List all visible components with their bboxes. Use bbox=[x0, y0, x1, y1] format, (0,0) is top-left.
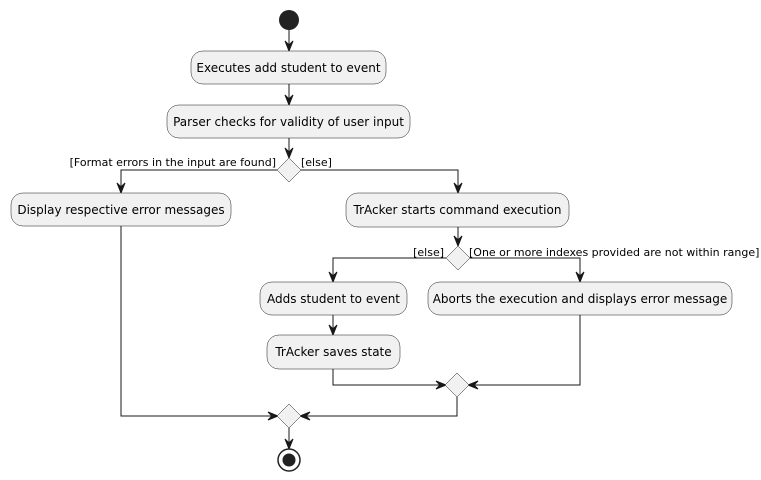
activity-execute-label: Executes add student to event bbox=[196, 61, 380, 75]
activity-add-student: Adds student to event bbox=[259, 281, 408, 316]
activity-start-exec-label: TrAcker starts command execution bbox=[353, 203, 562, 217]
arrowhead bbox=[267, 411, 280, 421]
activity-abort-label: Aborts the execution and displays error … bbox=[433, 292, 728, 306]
start-node bbox=[279, 10, 299, 30]
activity-execute: Executes add student to event bbox=[190, 50, 387, 85]
arrowhead bbox=[575, 271, 585, 284]
edge-decision-to-display-errors bbox=[120, 169, 277, 192]
edge-decision-to-add-student bbox=[332, 257, 446, 281]
activity-display-errors-label: Display respective error messages bbox=[17, 203, 224, 217]
decision-format-check bbox=[276, 157, 302, 183]
arrowhead bbox=[466, 380, 479, 390]
decision-index-check bbox=[445, 245, 471, 271]
activity-display-errors: Display respective error messages bbox=[10, 192, 232, 227]
merge-final bbox=[276, 403, 302, 429]
edge-decision-to-start-exec bbox=[301, 169, 459, 192]
arrowhead bbox=[284, 94, 294, 107]
activity-start-exec: TrAcker starts command execution bbox=[345, 192, 570, 228]
activity-save-state-label: TrAcker saves state bbox=[274, 345, 391, 359]
activity-parse: Parser checks for validity of user input bbox=[166, 104, 411, 139]
guard-index-out-of-range: [One or more indexes provided are not wi… bbox=[469, 246, 759, 259]
arrowhead bbox=[284, 40, 294, 53]
arrowhead bbox=[328, 324, 338, 337]
activity-abort: Aborts the execution and displays error … bbox=[427, 281, 733, 316]
arrowhead bbox=[284, 438, 294, 451]
arrowhead bbox=[284, 147, 294, 160]
edge-save-state-to-merge bbox=[332, 369, 445, 386]
merge-execution bbox=[444, 372, 470, 398]
arrowhead bbox=[453, 182, 463, 195]
edge-merge-to-final-merge bbox=[301, 397, 458, 417]
guard-else-1: [else] bbox=[301, 156, 332, 169]
edge-abort-to-merge bbox=[469, 315, 581, 386]
activity-save-state: TrAcker saves state bbox=[266, 334, 401, 370]
arrowhead bbox=[328, 271, 338, 284]
guard-else-2: [else] bbox=[413, 246, 444, 259]
activity-parse-label: Parser checks for validity of user input bbox=[173, 115, 404, 129]
edge-decision-to-abort bbox=[470, 257, 581, 281]
arrowhead bbox=[453, 235, 463, 248]
edge-display-errors-to-final-merge bbox=[120, 226, 277, 417]
edges bbox=[116, 30, 585, 451]
arrowhead bbox=[116, 182, 126, 195]
arrowhead bbox=[435, 380, 448, 390]
guard-format-errors: [Format errors in the input are found] bbox=[70, 156, 276, 169]
end-node bbox=[277, 448, 301, 472]
arrowhead bbox=[298, 411, 311, 421]
activity-add-student-label: Adds student to event bbox=[267, 292, 400, 306]
